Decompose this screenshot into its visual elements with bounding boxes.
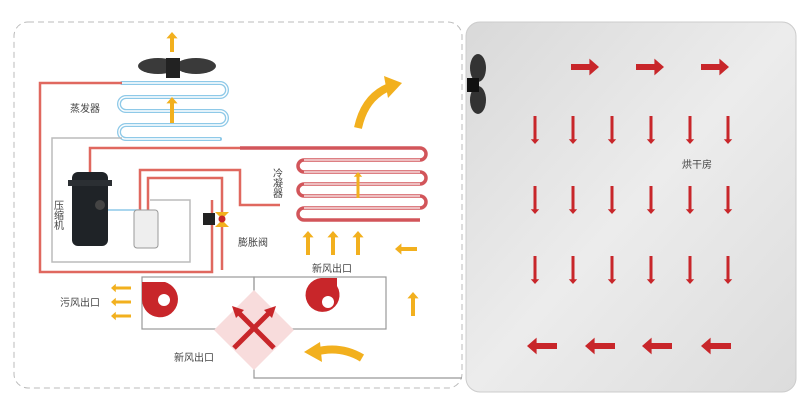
exhaust-arrow-left — [111, 311, 131, 321]
airflow-arrow-up — [352, 231, 364, 255]
airflow-arrow-up — [302, 231, 314, 255]
room-arrow-left — [527, 337, 557, 355]
room-arrow-down — [568, 116, 578, 144]
airflow-arrow-up — [353, 172, 363, 198]
room-arrow-down — [607, 186, 617, 214]
room-fan-icon — [467, 54, 486, 114]
airflow-arrow-up — [166, 97, 178, 123]
heat-pump-unit-outline — [13, 21, 463, 389]
expansion-valve-label: 膨胀阀 — [238, 236, 268, 249]
exhaust-arrow-left — [111, 297, 131, 307]
room-arrow-down — [646, 186, 656, 214]
fresh-air-outlet-label: 新风出口 — [312, 262, 352, 275]
room-arrow-down — [568, 256, 578, 284]
exhaust-arrow-left — [111, 283, 131, 293]
accumulator — [133, 209, 159, 249]
drying-room-label: 烘干房 — [682, 158, 712, 171]
room-arrow-down — [568, 186, 578, 214]
room-arrow-down — [530, 116, 540, 144]
room-arrow-left — [642, 337, 672, 355]
compressor-icon — [68, 172, 112, 246]
compressor-label: 压缩机 — [52, 200, 64, 231]
room-arrow-left — [701, 337, 731, 355]
condenser-label: 冷凝器 — [271, 167, 283, 199]
room-arrow-down — [723, 116, 733, 144]
room-arrow-right — [636, 58, 664, 76]
curved-airflow-arrow-left — [313, 345, 365, 362]
room-arrow-right — [571, 58, 599, 76]
curved-arrow-head — [304, 342, 322, 362]
exhaust-blower-icon — [142, 282, 178, 318]
room-arrow-down — [685, 186, 695, 214]
room-arrow-down — [685, 256, 695, 284]
expansion-valve-icon — [203, 212, 229, 227]
room-arrow-down — [646, 116, 656, 144]
curved-airflow-arrow-up — [354, 82, 394, 129]
fresh-air-blower-icon — [305, 278, 340, 312]
room-arrow-down — [530, 256, 540, 284]
room-arrow-left — [585, 337, 615, 355]
airflow-arrow-up — [327, 231, 339, 255]
room-arrow-down — [607, 256, 617, 284]
room-arrow-down — [723, 256, 733, 284]
fresh-air-outlet-bottom-label: 新风出口 — [174, 351, 214, 364]
evaporator-label: 蒸发器 — [70, 102, 100, 115]
room-arrow-down — [685, 116, 695, 144]
room-arrow-right — [701, 58, 729, 76]
exhaust-outlet-label: 污风出口 — [60, 296, 100, 309]
room-arrow-down — [723, 186, 733, 214]
room-arrow-down — [530, 186, 540, 214]
room-arrow-down — [646, 256, 656, 284]
airflow-arrow-up — [166, 32, 178, 52]
fan-icon — [138, 58, 216, 78]
airflow-arrow-up — [407, 292, 419, 316]
room-arrow-down — [607, 116, 617, 144]
airflow-arrow-left — [395, 243, 417, 255]
curved-arrow-head — [384, 76, 402, 98]
drying-room — [465, 21, 797, 393]
heat-exchanger-icon — [214, 290, 294, 370]
